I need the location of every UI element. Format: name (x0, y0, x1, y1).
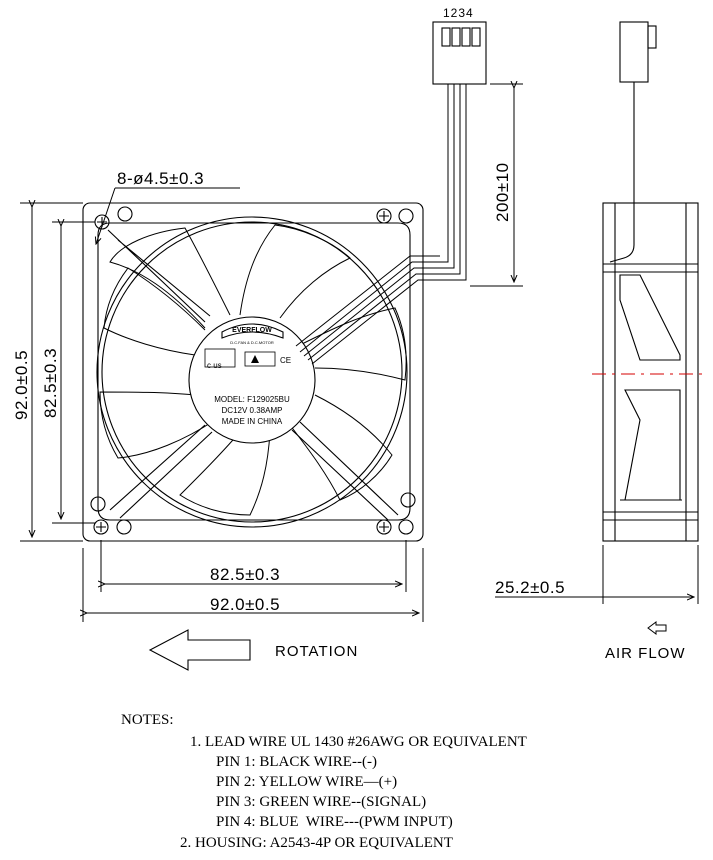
fan-venturi-inner (101, 221, 403, 523)
frame-spoke (107, 229, 211, 323)
hub-subtitle: D.C.FAN & D.C.MOTOR (230, 340, 274, 345)
width-dims (83, 540, 424, 622)
air-flow-arrow-icon (647, 621, 667, 635)
mount-hole-icon (400, 492, 416, 508)
mount-hole-icon (376, 208, 392, 224)
mount-hole-icon (93, 519, 109, 535)
ce-mark: CE (280, 356, 291, 365)
mount-hole-icon (398, 208, 414, 224)
mount-hole-icon (90, 496, 106, 512)
side-frame (602, 202, 699, 542)
fan-blades (99, 224, 407, 516)
width-outer-label: 92.0±0.5 (210, 595, 280, 614)
rotation-label: ROTATION (275, 643, 358, 660)
mount-hole-icon (376, 519, 392, 535)
hub-origin: MADE IN CHINA (222, 417, 283, 426)
height-hole-label: 82.5±0.3 (41, 348, 60, 418)
hub-brand: EVERFLOW (232, 327, 272, 334)
fan-frame-outer (82, 202, 424, 542)
ul-mark: c us (207, 361, 222, 370)
side-view (602, 21, 699, 542)
fan-hub (188, 316, 316, 444)
lead-length-label: 200±10 (493, 162, 512, 222)
front-view (82, 202, 424, 542)
connector-pin-numbers: 1234 (443, 6, 474, 20)
fan-venturi (96, 216, 408, 528)
mount-hole-icon (117, 206, 133, 222)
hole-spec-leader (96, 187, 240, 244)
mount-hole-icon (398, 519, 414, 535)
depth-label: 25.2±0.5 (495, 578, 565, 597)
hub-label: EVERFLOW D.C.FAN & D.C.MOTOR c us CE MOD… (204, 327, 291, 426)
tuv-mark-icon (244, 351, 276, 367)
ul-mark-icon (204, 348, 236, 368)
hub-model: MODEL: F129025BU (214, 395, 290, 404)
lead-wires (295, 84, 467, 365)
air-flow-label: AIR FLOW (605, 645, 686, 662)
hole-spec-label: 8-ø4.5±0.3 (117, 169, 204, 188)
rotation-arrow-icon (148, 629, 251, 671)
depth-dim (495, 545, 699, 604)
frame-spoke (291, 421, 399, 521)
height-dims (20, 203, 95, 542)
hub-rating: DC12V 0.38AMP (222, 406, 283, 415)
width-hole-label: 82.5±0.3 (210, 565, 280, 584)
side-blade (624, 389, 681, 501)
connector-housing (432, 21, 487, 85)
side-blade (619, 274, 681, 361)
lead-length-dim (470, 84, 523, 287)
mount-hole-icon (116, 519, 132, 535)
frame-spoke (109, 424, 213, 519)
height-outer-label: 92.0±0.5 (12, 350, 31, 420)
fan-frame-inner (97, 222, 411, 521)
side-connector (619, 21, 649, 83)
